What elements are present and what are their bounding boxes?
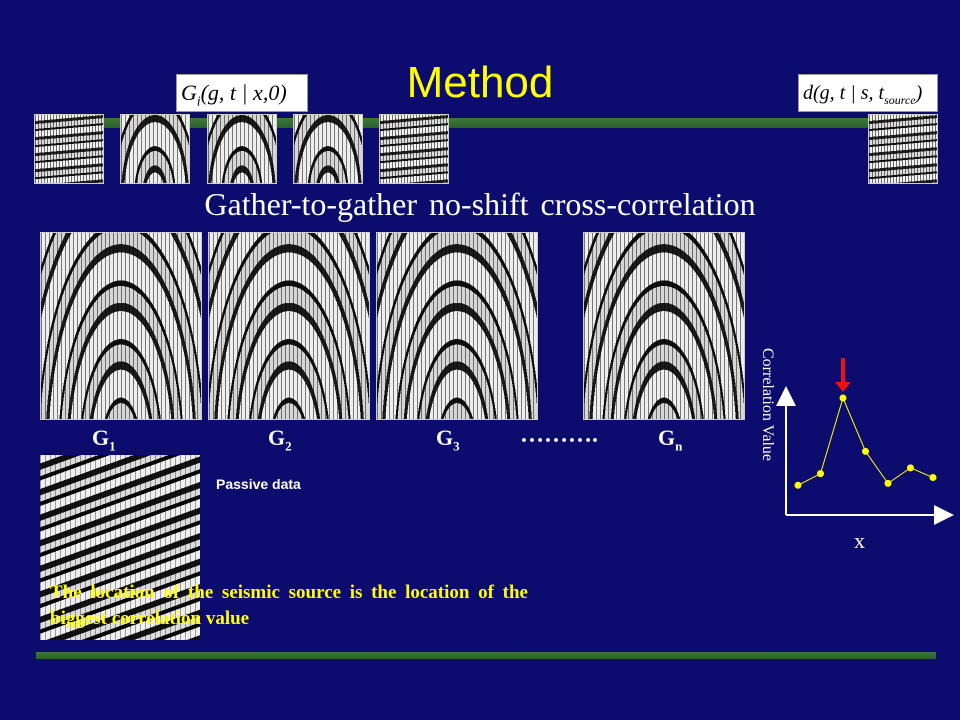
gather-ellipsis: ………. <box>520 422 598 448</box>
gather-panel-2 <box>208 232 370 420</box>
formula-left: Gi(g, t | x,0) <box>176 74 308 112</box>
gather-label-3: G3 <box>436 425 460 454</box>
conclusion-text: The location of the seismic source is th… <box>50 582 528 629</box>
gather-label-n: Gn <box>658 425 683 454</box>
thumb-gather-2 <box>120 114 190 184</box>
formula-right: d(g, t | s, tsource) <box>798 74 938 112</box>
top-accent-bar <box>40 118 868 128</box>
peak-arrow-icon <box>835 358 851 392</box>
thumb-gather-1 <box>34 114 104 184</box>
plot-point <box>817 470 824 478</box>
plot-point <box>884 479 892 487</box>
thumb-gather-4 <box>293 114 363 184</box>
gather-label-2: G2 <box>268 425 292 454</box>
plot-point <box>839 394 847 402</box>
gather-panel-n <box>583 232 745 420</box>
thumb-passive <box>868 114 938 184</box>
correlation-plot <box>776 358 954 525</box>
plot-xlabel: x <box>854 528 865 553</box>
gather-label-1: G1 <box>92 425 116 454</box>
gather-panel-3 <box>376 232 538 420</box>
thumb-gather-3 <box>207 114 277 184</box>
plot-point <box>907 464 914 472</box>
passive-data-label: Passive data <box>216 476 301 492</box>
passive-data-panel <box>40 455 200 640</box>
slide-title: Method <box>406 58 554 107</box>
plot-point <box>794 481 802 489</box>
plot-point <box>929 474 937 482</box>
gather-panel-1 <box>40 232 202 420</box>
bottom-accent-bar <box>36 652 936 659</box>
plot-point <box>862 447 869 455</box>
subtitle: Gather-to-gather no-shift cross-correlat… <box>204 186 756 222</box>
thumb-gather-5 <box>379 114 449 184</box>
